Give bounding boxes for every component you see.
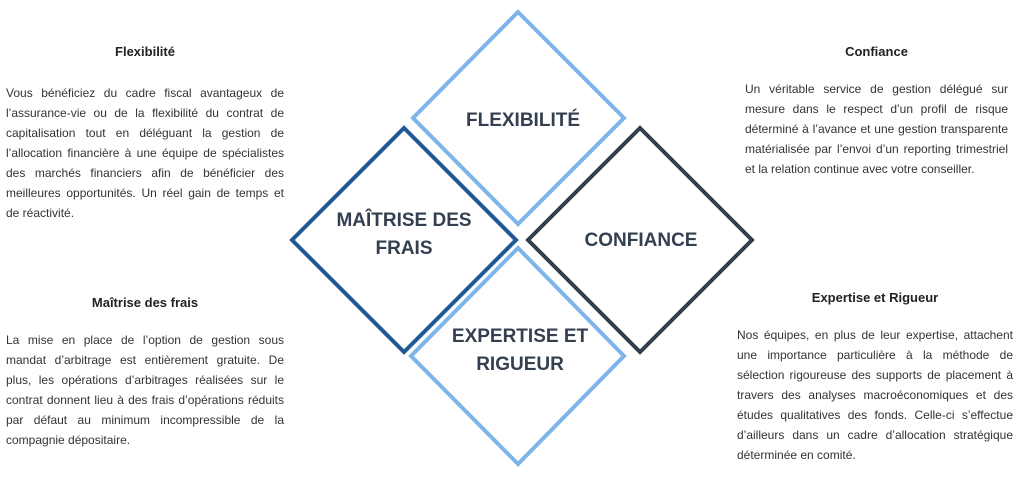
maitrise-section: Maîtrise des frais La mise en place de l… — [6, 295, 284, 450]
label-expertise: EXPERTISE ET RIGUEUR — [452, 326, 589, 375]
label-maitrise-line: MAÎTRISE DES — [336, 209, 471, 231]
label-confiance-line: CONFIANCE — [585, 230, 698, 251]
flexibilite-text: Vous bénéficiez du cadre fiscal avantage… — [6, 86, 284, 220]
diamond-confiance — [525, 125, 755, 355]
expertise-title: Expertise et Rigueur — [811, 290, 939, 305]
diamond-expertise — [408, 245, 627, 467]
label-flexibilite: FLEXIBILITÉ — [466, 109, 580, 131]
label-expertise-line: RIGUEUR — [476, 354, 564, 375]
expertise-text: Nos équipes, en plus de leur expertise, … — [737, 328, 1013, 462]
maitrise-text: La mise en place de l’option de gestion … — [6, 333, 284, 447]
expertise-section: Expertise et Rigueur Nos équipes, en plu… — [737, 290, 1013, 465]
diamond-flexibilite — [410, 9, 627, 227]
flexibilite-section: Flexibilité Vous bénéficiez du cadre fis… — [6, 44, 284, 223]
label-maitrise: MAÎTRISE DES FRAIS — [336, 209, 471, 259]
label-expertise-line: EXPERTISE ET — [452, 326, 589, 347]
flexibilite-title: Flexibilité — [115, 44, 175, 59]
diamond-maitrise — [289, 125, 519, 355]
maitrise-title: Maîtrise des frais — [91, 295, 199, 310]
confiance-title: Confiance — [845, 44, 908, 59]
confiance-text: Un véritable service de gestion délégué … — [745, 82, 1008, 176]
label-flexibilite-line: FLEXIBILITÉ — [466, 109, 580, 131]
label-maitrise-line: FRAIS — [376, 238, 433, 259]
confiance-section: Confiance Un véritable service de gestio… — [745, 44, 1008, 179]
label-confiance: CONFIANCE — [585, 230, 698, 251]
